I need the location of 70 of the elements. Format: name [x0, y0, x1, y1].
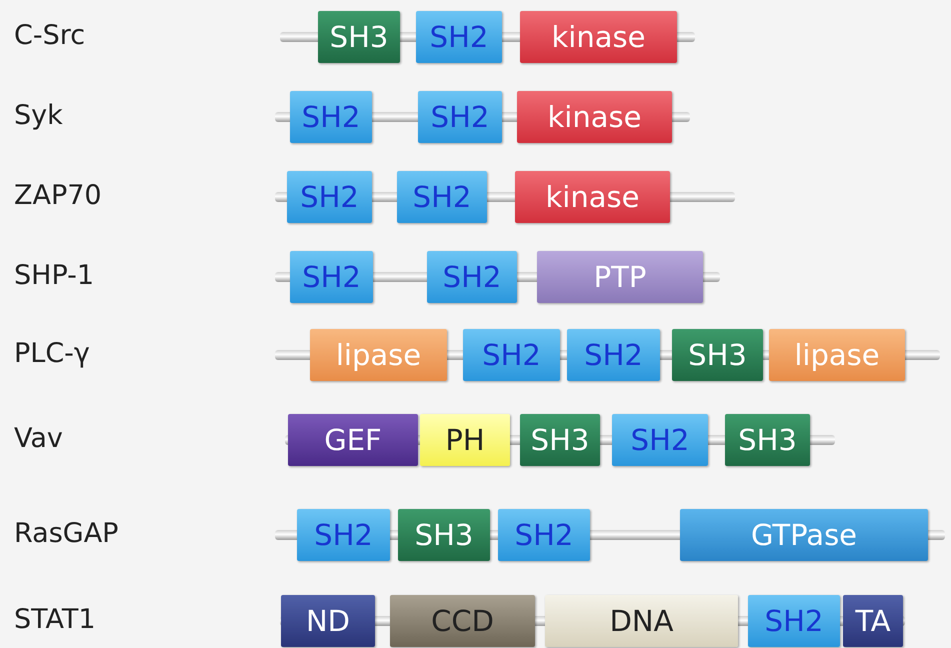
domain-box — [843, 595, 903, 647]
domain-box — [290, 251, 373, 303]
domain-label: CCD — [431, 606, 494, 636]
domain-label: PH — [445, 426, 485, 454]
domain-box — [418, 91, 502, 143]
domain-box — [567, 329, 660, 381]
domain-box — [498, 509, 590, 561]
domain-box — [520, 414, 600, 466]
protein-name: PLC-γ — [14, 340, 90, 367]
domain-label: ND — [306, 606, 350, 636]
domain-box — [672, 329, 763, 381]
domain-box — [287, 171, 372, 223]
domain-label: PTP — [594, 262, 646, 292]
domain-label: SH2 — [764, 606, 824, 636]
protein-name: C-Src — [14, 22, 86, 49]
domain-label: SH2 — [442, 262, 502, 292]
domain-box — [725, 414, 810, 466]
domain-box — [281, 595, 375, 647]
domain-box — [748, 595, 840, 647]
domain-label: TA — [855, 606, 891, 636]
domain-box — [318, 11, 400, 63]
domain-box — [397, 171, 487, 223]
domain-box — [420, 414, 510, 466]
domain-box — [390, 595, 535, 647]
domain-box — [537, 251, 703, 303]
domain-box — [769, 329, 905, 381]
domain-box — [310, 329, 447, 381]
domain-box — [297, 509, 390, 561]
protein-name: RasGAP — [14, 520, 118, 547]
domain-label: SH2 — [482, 340, 541, 370]
domain-label: SH2 — [314, 520, 373, 550]
domain-label: SH2 — [584, 340, 643, 370]
domain-label: SH2 — [302, 262, 361, 292]
domain-box — [612, 414, 708, 466]
domain-label: kinase — [548, 102, 642, 132]
domain-label: SH2 — [430, 102, 490, 132]
domain-label: SH3 — [530, 426, 590, 454]
domain-box — [288, 414, 418, 466]
domain-box — [545, 595, 738, 647]
protein-name: Vav — [14, 425, 63, 452]
protein-name: ZAP70 — [14, 182, 102, 209]
protein-name: SHP-1 — [14, 262, 94, 289]
domain-box — [416, 11, 502, 63]
domain-label: SH2 — [630, 426, 690, 454]
domain-label: kinase — [552, 22, 646, 52]
domain-box — [398, 509, 490, 561]
domain-box — [515, 171, 670, 223]
domain-label: DNA — [610, 606, 674, 636]
domain-box — [427, 251, 517, 303]
domain-label: SH3 — [330, 22, 388, 52]
protein-name: STAT1 — [14, 606, 96, 633]
domain-label: GEF — [324, 426, 382, 454]
domain-label: SH2 — [300, 182, 359, 212]
domain-label: SH2 — [412, 182, 472, 212]
domain-label: lipase — [794, 340, 880, 370]
domain-box — [517, 91, 672, 143]
protein-name: Syk — [14, 102, 63, 129]
domain-label: SH2 — [302, 102, 360, 132]
domain-label: SH2 — [514, 520, 574, 550]
domain-box — [463, 329, 560, 381]
domain-label: SH3 — [688, 340, 747, 370]
domain-label: SH3 — [414, 520, 474, 550]
domain-label: SH3 — [738, 426, 797, 454]
domain-box — [680, 509, 928, 561]
domain-label: SH2 — [430, 22, 488, 52]
domain-label: lipase — [336, 340, 422, 370]
domain-box — [290, 91, 372, 143]
domain-label: kinase — [546, 182, 640, 212]
domain-label: GTPase — [750, 520, 858, 550]
domain-box — [520, 11, 677, 63]
